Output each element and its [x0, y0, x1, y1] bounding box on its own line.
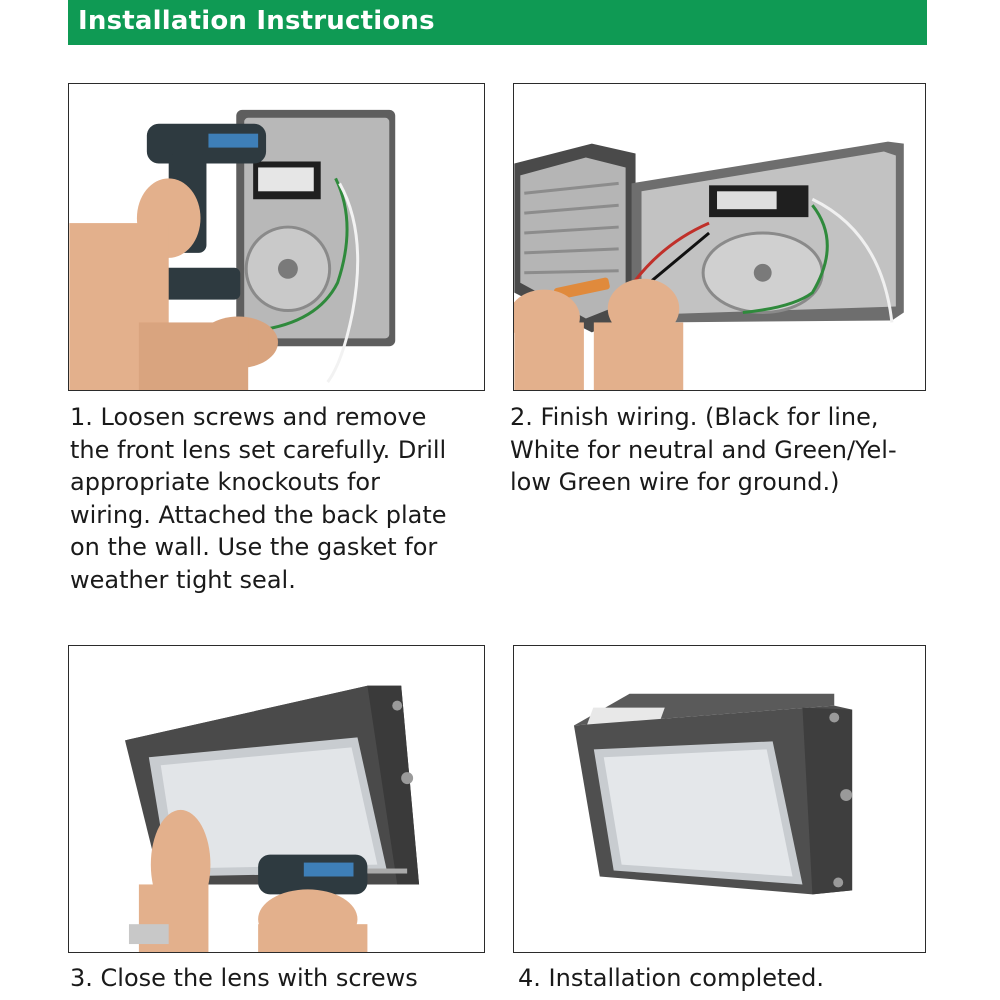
- red-wire: [632, 221, 710, 284]
- step-1-line: weather tight seal.: [70, 565, 296, 594]
- white-wire: [811, 197, 894, 323]
- step-1-line: on the wall. Use the gasket for: [70, 533, 438, 561]
- step-1-line: the front lens set carefully. Drill: [70, 435, 447, 464]
- wire-connector: [554, 277, 610, 300]
- step-3-line: 3. Close the lens with screws: [70, 964, 418, 992]
- step-4-line: 4. Installation completed.: [518, 964, 825, 992]
- step-2-line: 2. Finish wiring. (Black for line,: [510, 403, 879, 431]
- step-1-photo: [68, 83, 485, 391]
- step-2-line: White for neutral and Green/Yel-: [510, 435, 897, 464]
- green-wire: [257, 177, 349, 332]
- green-wire: [742, 204, 829, 314]
- step-1-illustration: [69, 84, 484, 390]
- step-1-line: wiring. Attached the back plate: [70, 500, 447, 529]
- step-4-photo: [513, 645, 926, 953]
- step-3-photo: [68, 645, 485, 953]
- step-2-text: 2. Finish wiring. (Black for line, White…: [510, 401, 897, 499]
- drill-battery: [160, 267, 241, 300]
- step-4-text: 4. Installation completed.: [518, 962, 824, 995]
- step-1-text: 1. Loosen screws and remove the front le…: [70, 401, 447, 596]
- white-wire: [326, 182, 360, 383]
- step-3-illustration: [69, 646, 484, 952]
- step-2-photo: [513, 83, 926, 391]
- step-2-illustration: [514, 84, 925, 390]
- header-banner: Installation Instructions: [68, 0, 927, 45]
- step-2-line: low Green wire for ground.): [510, 468, 840, 496]
- page-title: Installation Instructions: [78, 6, 435, 36]
- step-4-illustration: [514, 646, 925, 952]
- step-1-line: 1. Loosen screws and remove: [70, 403, 427, 431]
- step-1-line: appropriate knockouts for: [70, 468, 380, 496]
- step-3-text: 3. Close the lens with screws: [70, 962, 418, 995]
